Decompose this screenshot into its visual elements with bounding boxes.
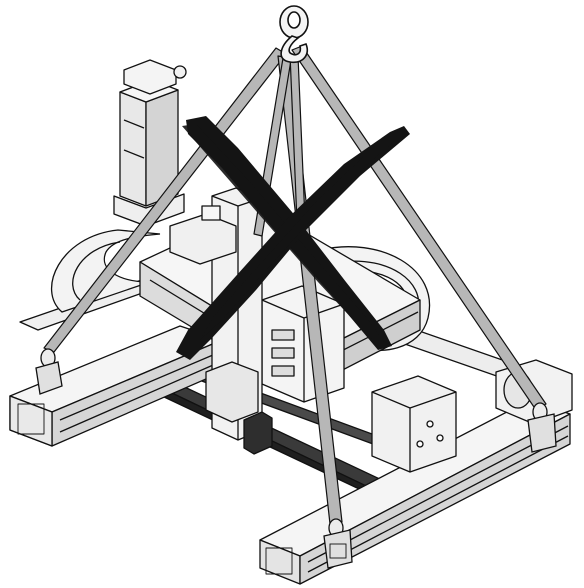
left-axis-endcap [9, 395, 53, 447]
lift-bracket-front [323, 529, 353, 569]
cross-stroke-2-brush [200, 140, 396, 340]
bracket-tab [201, 205, 221, 221]
motor-rib [123, 149, 145, 159]
gantry-right-block-edge-2 [371, 391, 411, 409]
carriage-plate-edge-2 [261, 299, 305, 319]
bolt [426, 420, 434, 428]
gantry-right-block-edge-3 [409, 391, 457, 409]
crane-hook [279, 5, 309, 64]
sling-right-rear [291, 45, 547, 411]
z-axis-clamp [205, 361, 259, 423]
carriage-slot [271, 365, 295, 377]
carriage-slot [271, 347, 295, 359]
right-axis-endcap-detail [265, 547, 293, 575]
bolt [416, 440, 424, 448]
hook-body [280, 35, 308, 64]
motor-connector-plug [173, 65, 187, 79]
bolt [436, 434, 444, 442]
motor-connector [123, 59, 177, 95]
right-axis-groove [307, 425, 569, 563]
lift-bracket-front-detail [329, 543, 347, 559]
left-axis-endcap-detail [17, 403, 45, 435]
servo-motor [113, 59, 187, 227]
lift-bracket-left [35, 361, 63, 395]
lift-bracket-right [527, 413, 557, 453]
gantry-right-block [371, 375, 457, 473]
left-cable-chain-inner [72, 241, 121, 301]
motor-rib [123, 119, 145, 129]
left-axis-groove [59, 351, 221, 421]
shackles [35, 348, 557, 569]
motor-body-front [119, 91, 147, 207]
prohibited-cross-icon [176, 116, 410, 360]
carriage-plate [261, 285, 345, 403]
hook-eye-hole [287, 11, 301, 29]
z-axis-foot [243, 411, 273, 455]
left-axis-groove-2 [59, 361, 221, 433]
z-axis-column-edge-2 [211, 195, 239, 207]
carriage-slot [271, 329, 295, 341]
